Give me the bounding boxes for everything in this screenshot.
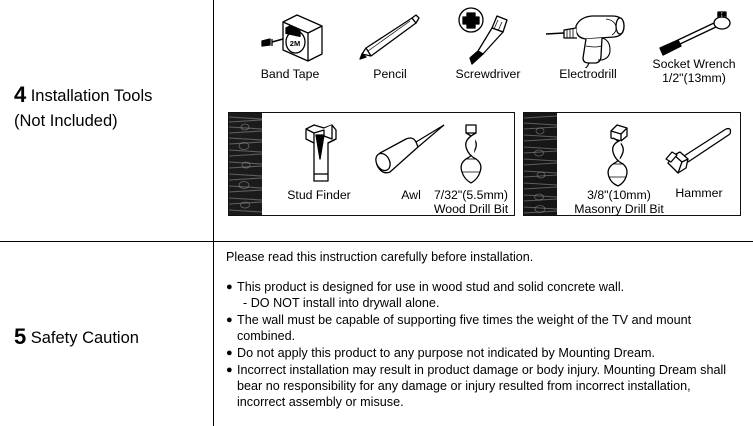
bullet-icon: ● (226, 363, 233, 376)
section-divider (0, 241, 753, 242)
safety-caution-body: Please read this instruction carefully b… (226, 249, 741, 411)
tool-label: Electrodrill (559, 67, 617, 81)
tool-masonry-drill-bit: 3/8"(10mm) Masonry Drill Bit (570, 119, 668, 216)
bullet-icon: ● (226, 314, 233, 327)
hammer-icon (665, 127, 732, 174)
pencil-icon (359, 14, 420, 60)
tool-label: Hammer (675, 186, 723, 200)
safety-item-text: The wall must be capable of supporting f… (237, 313, 692, 344)
safety-item-subtext: - DO NOT install into drywall alone. (243, 296, 440, 311)
wood-stud-texture (229, 113, 262, 215)
safety-item-text: This product is designed for use in wood… (237, 280, 625, 295)
tool-band-tape: 2M Band Tape (242, 6, 338, 82)
wood-tools-panel: Stud Finder Awl (228, 112, 515, 216)
svg-text:2M: 2M (290, 39, 300, 48)
tool-screwdriver: Screwdriver (438, 6, 538, 82)
tool-label: 3/8"(10mm) (587, 188, 651, 202)
tool-wood-drill-bit: 7/32"(5.5mm) Wood Drill Bit (425, 119, 514, 216)
section-5-title: Safety Caution (30, 329, 139, 347)
safety-item-text: Incorrect installation may result in pro… (237, 362, 727, 410)
safety-list-item: ● Incorrect installation may result in p… (226, 362, 741, 411)
tool-socket-wrench: Socket Wrench 1/2"(13mm) (640, 6, 748, 85)
tools-row-primary: 2M Band Tape Pencil (222, 4, 749, 104)
tool-label-secondary: Masonry Drill Bit (574, 201, 664, 216)
safety-lead-text: Please read this instruction carefully b… (226, 250, 534, 264)
tool-pencil: Pencil (342, 6, 438, 82)
safety-list-item: ● This product is designed for use in wo… (226, 279, 741, 311)
safety-item-text: Do not apply this product to any purpose… (237, 346, 655, 361)
tape-measure-icon: 2M (261, 14, 323, 62)
tool-label: Screwdriver (455, 67, 521, 81)
concrete-wall-texture (524, 113, 557, 215)
tool-stud-finder: Stud Finder (271, 119, 367, 203)
screwdriver-icon (458, 7, 508, 65)
awl-icon (375, 124, 445, 174)
masonry-drill-bit-icon (607, 124, 628, 187)
tool-label: Pencil (373, 67, 407, 81)
bullet-icon: ● (226, 347, 233, 360)
tool-label: 7/32"(5.5mm) (433, 188, 509, 202)
tool-awl: Awl (365, 119, 457, 203)
electric-drill-icon (545, 15, 625, 68)
tool-label-secondary: Wood Drill Bit (433, 201, 509, 216)
section-5-heading: 5 Safety Caution (14, 326, 210, 348)
tool-label: Socket Wrench (652, 57, 736, 71)
tool-label: Band Tape (260, 67, 320, 81)
section-4-number: 4 (14, 82, 27, 107)
bullet-icon: ● (226, 281, 233, 294)
tool-label-secondary: 1/2"(13mm) (662, 70, 726, 85)
tool-label: Stud Finder (287, 188, 351, 202)
section-4-subtitle: (Not Included) (14, 112, 118, 130)
safety-list-item: ● The wall must be capable of supporting… (226, 312, 741, 344)
tool-electrodrill: Electrodrill (536, 6, 640, 82)
section-4-title: Installation Tools (30, 87, 153, 105)
masonry-tools-panel: 3/8"(10mm) Masonry Drill Bit Hammer (523, 112, 741, 216)
section-4-heading: 4 Installation Tools (Not Included) (14, 84, 210, 134)
column-divider (213, 0, 214, 426)
stud-finder-icon (305, 124, 337, 182)
tool-hammer: Hammer (658, 121, 740, 201)
socket-wrench-icon (659, 11, 731, 56)
wood-drill-bit-icon (460, 124, 482, 184)
section-5-number: 5 (14, 324, 27, 349)
tool-label: Awl (401, 188, 421, 202)
safety-list-item: ● Do not apply this product to any purpo… (226, 345, 741, 361)
safety-bullet-list: ● This product is designed for use in wo… (226, 279, 741, 410)
